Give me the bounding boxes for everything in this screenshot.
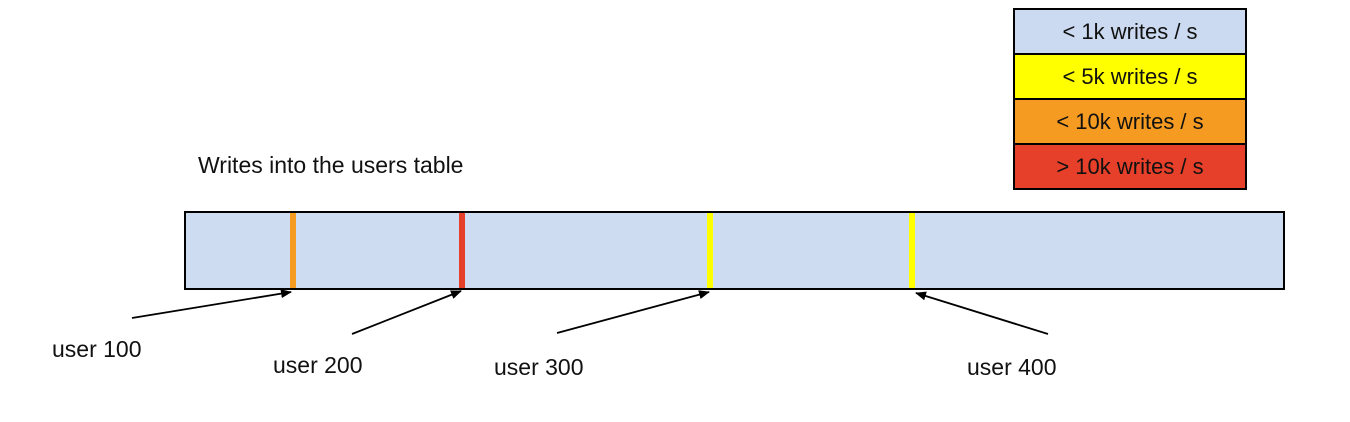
write-hotspot-marker-user-100 — [290, 213, 296, 288]
legend-label-lt-5k: < 5k writes / s — [1062, 63, 1198, 89]
user-200-label: user 200 — [273, 352, 363, 378]
legend-row-lt-5k: < 5k writes / s — [1013, 53, 1247, 100]
arrow-user-400 — [915, 291, 1049, 335]
legend-label-lt-1k: < 1k writes / s — [1062, 18, 1198, 44]
write-hotspot-marker-user-200 — [459, 213, 465, 288]
legend-row-lt-10k: < 10k writes / s — [1013, 98, 1247, 145]
legend-label-lt-10k: < 10k writes / s — [1056, 108, 1204, 134]
write-hotspot-marker-user-400 — [909, 213, 915, 288]
user-300-label: user 300 — [494, 354, 584, 380]
legend-row-lt-1k: < 1k writes / s — [1013, 8, 1247, 55]
user-100-label: user 100 — [52, 336, 142, 362]
arrow-user-300 — [556, 290, 710, 334]
write-hotspot-marker-user-300 — [707, 213, 713, 288]
arrow-user-200 — [351, 290, 462, 335]
user-400-label: user 400 — [967, 354, 1057, 380]
legend-label-gt-10k: > 10k writes / s — [1056, 153, 1204, 179]
diagram-title: Writes into the users table — [198, 152, 464, 178]
legend: < 1k writes / s < 5k writes / s < 10k wr… — [1013, 8, 1247, 190]
users-table-bar — [184, 211, 1285, 290]
arrow-user-100 — [131, 289, 292, 319]
legend-row-gt-10k: > 10k writes / s — [1013, 143, 1247, 190]
